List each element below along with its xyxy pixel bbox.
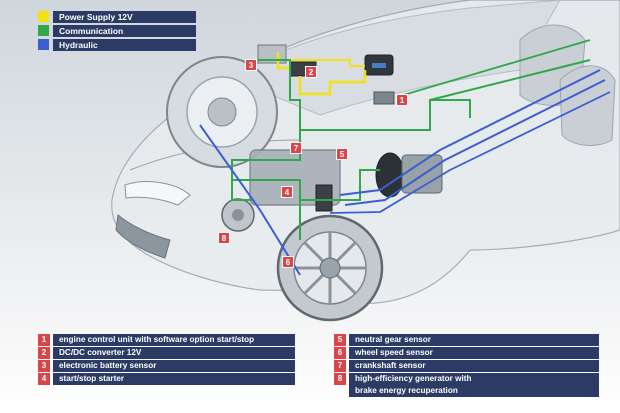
key-label: neutral gear sensor [349, 334, 599, 346]
key-label: high-efficiency generator with brake ene… [349, 373, 599, 397]
legend-item-power: Power Supply 12V [38, 10, 196, 23]
legend-label-hydraulic: Hydraulic [53, 38, 196, 51]
key-number: 3 [38, 360, 50, 372]
marker-3: 3 [245, 59, 257, 71]
marker-1: 1 [396, 94, 408, 106]
key-item: 6 wheel speed sensor [334, 347, 599, 359]
key-item: 7 crankshaft sensor [334, 360, 599, 372]
key-item: 8 high-efficiency generator with brake e… [334, 373, 599, 397]
legend-swatch-hydraulic [38, 39, 49, 50]
key-number: 2 [38, 347, 50, 359]
marker-6: 6 [282, 256, 294, 268]
marker-5: 5 [336, 148, 348, 160]
key-item: 1 engine control unit with software opti… [38, 334, 295, 346]
key-number: 4 [38, 373, 50, 385]
key-label-line: brake energy recuperation [355, 386, 458, 395]
seat [559, 65, 616, 146]
key-number: 7 [334, 360, 346, 372]
hydraulic-line [339, 69, 601, 196]
key-label: wheel speed sensor [349, 347, 599, 359]
hydraulic-line [344, 79, 606, 206]
key-item: 4 start/stop starter [38, 373, 295, 385]
key-label: start/stop starter [53, 373, 295, 385]
legend-label-power: Power Supply 12V [53, 10, 196, 23]
key-label-line: high-efficiency generator with [355, 374, 472, 383]
component-key-left: 1 engine control unit with software opti… [38, 334, 295, 386]
marker-2: 2 [305, 66, 317, 78]
headlight [124, 181, 191, 206]
communication-line [399, 39, 591, 97]
key-label: DC/DC converter 12V [53, 347, 295, 359]
key-label: crankshaft sensor [349, 360, 599, 372]
key-item: 3 electronic battery sensor [38, 360, 295, 372]
communication-line [429, 59, 591, 101]
marker-4: 4 [281, 186, 293, 198]
power-line [286, 59, 365, 67]
legend-item-communication: Communication [38, 24, 196, 37]
component-key-right: 5 neutral gear sensor 6 wheel speed sens… [334, 334, 599, 398]
key-number: 5 [334, 334, 346, 346]
key-item: 5 neutral gear sensor [334, 334, 599, 346]
marker-7: 7 [290, 142, 302, 154]
key-item: 2 DC/DC converter 12V [38, 347, 295, 359]
legend-swatch-power [38, 11, 49, 22]
legend-item-hydraulic: Hydraulic [38, 38, 196, 51]
legend-swatch-communication [38, 25, 49, 36]
legend: Power Supply 12V Communication Hydraulic [38, 10, 196, 52]
legend-label-communication: Communication [53, 24, 196, 37]
hydraulic-line [329, 91, 611, 214]
key-number: 8 [334, 373, 346, 385]
marker-8: 8 [218, 232, 230, 244]
key-label: engine control unit with software option… [53, 334, 295, 346]
key-label: electronic battery sensor [53, 360, 295, 372]
communication-line [232, 169, 380, 201]
grille [115, 214, 171, 259]
key-number: 1 [38, 334, 50, 346]
key-number: 6 [334, 347, 346, 359]
power-line [276, 52, 367, 96]
hydraulic-line [199, 124, 301, 276]
